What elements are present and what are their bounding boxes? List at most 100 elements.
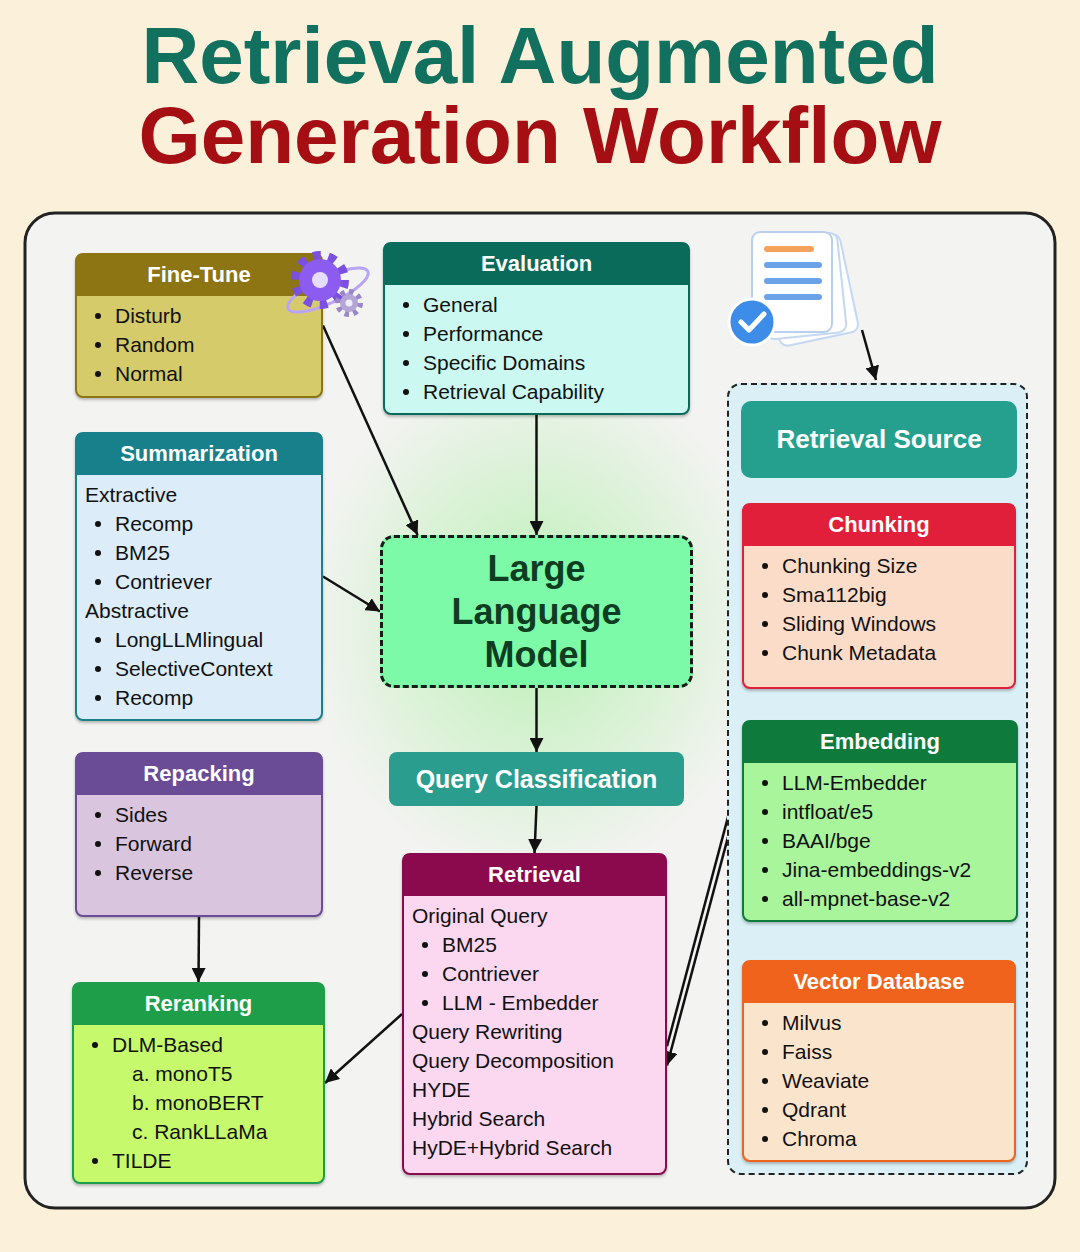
bullet-dot xyxy=(762,650,768,656)
box-body: ExtractiveRecompBM25ContrieverAbstractiv… xyxy=(77,475,321,719)
list-row: Normal xyxy=(77,359,313,388)
list-row: Sliding Windows xyxy=(744,609,1006,638)
list-item: Forward xyxy=(115,832,192,856)
box-heading: Evaluation xyxy=(481,251,592,277)
bullet-dot xyxy=(762,809,768,815)
box-heading: Vector Database xyxy=(793,969,964,995)
node-label: Query Classification xyxy=(416,765,658,794)
box-body: SidesForwardReverse xyxy=(77,795,321,894)
list-item: Random xyxy=(115,333,194,357)
list-item: Qdrant xyxy=(782,1098,846,1122)
paper-line xyxy=(764,246,814,252)
box-header: Repacking xyxy=(76,753,322,795)
list-subheading: HyDE+Hybrid Search xyxy=(412,1136,612,1160)
process-box: Vector DatabaseMilvusFaissWeaviateQdrant… xyxy=(742,960,1016,1162)
list-item: intfloat/e5 xyxy=(782,800,873,824)
box-header: Summarization xyxy=(76,433,322,475)
bullet-dot xyxy=(95,695,101,701)
box-heading: Fine-Tune xyxy=(147,262,250,288)
list-item: Chroma xyxy=(782,1127,857,1151)
box-header: Vector Database xyxy=(743,961,1015,1003)
bullet-dot xyxy=(95,342,101,348)
list-item: Sliding Windows xyxy=(782,612,936,636)
group-container: Retrieval SourceChunkingChunking SizeSma… xyxy=(727,383,1028,1175)
list-item: Recomp xyxy=(115,512,193,536)
list-row: SelectiveContext xyxy=(77,654,313,683)
bullet-dot xyxy=(95,550,101,556)
list-row: Retrieval Capability xyxy=(385,377,680,406)
step-box: Query Classification xyxy=(389,752,684,806)
list-item: b. monoBERT xyxy=(132,1091,264,1115)
list-row: Sides xyxy=(77,800,313,829)
list-item: Disturb xyxy=(115,304,182,328)
list-subheading: Original Query xyxy=(412,904,547,928)
list-row: Query Decomposition xyxy=(404,1046,657,1075)
bullet-dot xyxy=(403,360,409,366)
list-row: LongLLMlingual xyxy=(77,625,313,654)
list-row: General xyxy=(385,290,680,319)
list-item: LLM - Embedder xyxy=(442,991,598,1015)
gear-icon xyxy=(283,256,374,320)
box-body: MilvusFaissWeaviateQdrantChroma xyxy=(744,1003,1014,1160)
list-row: c. RankLLaMa xyxy=(74,1117,315,1146)
document-icon xyxy=(729,232,860,347)
bullet-dot xyxy=(762,867,768,873)
list-row: Recomp xyxy=(77,683,313,712)
process-box: EmbeddingLLM-Embedder intfloat/e5BAAI/bge… xyxy=(742,720,1018,922)
box-header: Embedding xyxy=(743,721,1017,763)
bullet-dot xyxy=(95,666,101,672)
gear-body xyxy=(340,294,358,312)
bullet-dot xyxy=(422,942,428,948)
box-heading: Chunking xyxy=(828,512,929,538)
connector-arrow xyxy=(323,577,380,612)
list-row: Weaviate xyxy=(744,1066,1006,1095)
list-row: Disturb xyxy=(77,301,313,330)
list-item: Normal xyxy=(115,362,183,386)
list-row: Specific Domains xyxy=(385,348,680,377)
list-item: Chunk Metadata xyxy=(782,641,936,665)
leader-arrow xyxy=(862,330,876,380)
bullet-dot xyxy=(762,1078,768,1084)
check-mark xyxy=(741,314,764,330)
box-heading: Retrieval xyxy=(488,862,581,888)
box-header: Retrieval xyxy=(403,854,666,896)
bullet-dot xyxy=(762,1049,768,1055)
list-item: Sma112big xyxy=(782,583,887,607)
bullet-dot xyxy=(92,1042,98,1048)
list-row: Hybrid Search xyxy=(404,1104,657,1133)
list-row: all-mpnet-base-v2 xyxy=(744,884,1008,913)
process-box: SummarizationExtractiveRecompBM25Contrie… xyxy=(75,432,323,721)
list-item: Contriever xyxy=(115,570,212,594)
bullet-dot xyxy=(762,621,768,627)
list-row: LLM-Embedder xyxy=(744,768,1008,797)
bullet-dot xyxy=(762,896,768,902)
list-row: Performance xyxy=(385,319,680,348)
list-item: Specific Domains xyxy=(423,351,585,375)
list-row: DLM-Based xyxy=(74,1030,315,1059)
list-row: HyDE+Hybrid Search xyxy=(404,1133,657,1162)
box-heading: Repacking xyxy=(143,761,254,787)
list-item: General xyxy=(423,293,498,317)
gear-teeth xyxy=(338,292,360,314)
list-item: LLM-Embedder xyxy=(782,771,927,795)
list-item: Sides xyxy=(115,803,168,827)
bullet-dot xyxy=(762,780,768,786)
list-subheading: Query Rewriting xyxy=(412,1020,563,1044)
list-item: LongLLMlingual xyxy=(115,628,263,652)
bullet-dot xyxy=(95,313,101,319)
bullet-dot xyxy=(95,521,101,527)
list-item: DLM-Based xyxy=(112,1033,223,1057)
list-item: BM25 xyxy=(442,933,497,957)
list-row: BM25 xyxy=(77,538,313,567)
bullet-dot xyxy=(422,1000,428,1006)
list-subheading: Abstractive xyxy=(85,599,189,623)
process-box: RerankingDLM-Baseda. monoT5b. monoBERTc.… xyxy=(72,982,325,1184)
connector-arrow xyxy=(325,1014,402,1083)
list-row: Jina-embeddings-v2 xyxy=(744,855,1008,884)
list-row: BAAI/bge xyxy=(744,826,1008,855)
check-badge xyxy=(729,299,775,345)
bullet-dot xyxy=(92,1158,98,1164)
list-row: Qdrant xyxy=(744,1095,1006,1124)
gear-hole xyxy=(312,272,328,288)
